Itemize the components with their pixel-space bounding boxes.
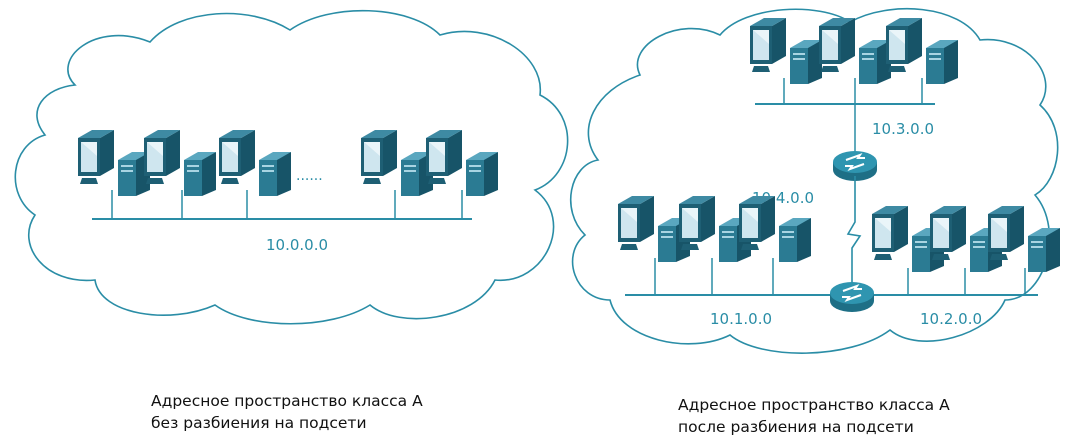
left-caption-line1: Адресное пространство класса А: [151, 392, 423, 410]
network-label-10-1-0-0: 10.1.0.0: [710, 310, 772, 328]
right-caption-line1: Адресное пространство класса А: [678, 396, 950, 414]
right-caption-line2: после разбиения на подсети: [678, 418, 914, 436]
router-icon: [829, 281, 875, 313]
left-drops: [111, 190, 463, 219]
left-cloud: [14, 9, 569, 325]
top-drops: [783, 78, 923, 152]
left-subnet-drops: [654, 258, 774, 295]
router-link: [846, 176, 862, 284]
left-caption-line2: без разбиения на подсети: [151, 414, 367, 432]
ellipsis-text: ......: [296, 168, 323, 184]
right-subnet-drops: [907, 268, 1026, 295]
network-label-10-2-0-0: 10.2.0.0: [920, 310, 982, 328]
network-label-10-3-0-0: 10.3.0.0: [872, 120, 934, 138]
network-label-10-0-0-0: 10.0.0.0: [266, 236, 328, 254]
